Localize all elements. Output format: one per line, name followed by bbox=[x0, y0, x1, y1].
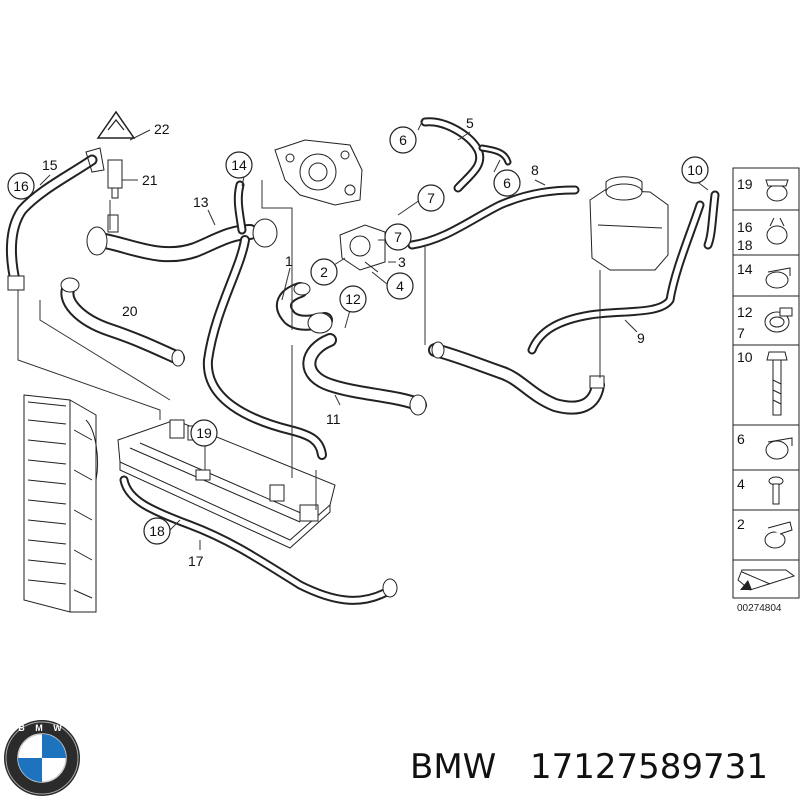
hose-17 bbox=[119, 475, 398, 605]
warning-triangle-icon bbox=[96, 110, 136, 139]
parts-legend: 19 16 18 14 12 7 10 bbox=[732, 167, 800, 614]
bmw-logo-letters: B M W bbox=[18, 723, 66, 733]
hose-8 bbox=[407, 185, 580, 250]
legend-label-19: 19 bbox=[737, 176, 753, 192]
callout-19: 19 bbox=[196, 425, 212, 441]
hose-9 bbox=[527, 190, 720, 355]
callout-10: 10 bbox=[687, 162, 703, 178]
callout-3: 3 bbox=[398, 254, 406, 270]
spring-clamp-icon bbox=[766, 217, 788, 245]
legend-label-6: 6 bbox=[737, 431, 745, 447]
expansion-tank bbox=[589, 176, 669, 271]
callout-22: 22 bbox=[154, 121, 170, 137]
callout-8: 8 bbox=[531, 162, 539, 178]
hose-clamp-icon bbox=[765, 179, 789, 202]
hose-14-branch bbox=[233, 180, 247, 235]
leader-lines bbox=[17, 117, 709, 550]
callout-18: 18 bbox=[149, 523, 165, 539]
callout-6-top: 6 bbox=[399, 132, 407, 148]
callout-20: 20 bbox=[122, 303, 138, 319]
callout-11: 11 bbox=[326, 411, 341, 427]
hose-clamp-icon bbox=[765, 437, 793, 460]
bmw-logo: B M W bbox=[4, 720, 80, 796]
worm-clamp-icon bbox=[764, 307, 793, 333]
hose-lower-right bbox=[428, 341, 605, 415]
plain-callouts: 22 15 21 13 5 8 1 3 20 9 11 17 bbox=[42, 115, 645, 569]
callout-15: 15 bbox=[42, 157, 58, 173]
legend-label-12: 12 bbox=[737, 304, 753, 320]
direction-arrow-icon bbox=[737, 569, 796, 591]
water-pump bbox=[274, 139, 363, 206]
hose-1 bbox=[275, 282, 333, 334]
hose-13 bbox=[86, 214, 278, 263]
callout-1: 1 bbox=[285, 253, 293, 269]
callout-5: 5 bbox=[466, 115, 474, 131]
temperature-sensor bbox=[107, 159, 123, 199]
screw-icon bbox=[768, 476, 784, 505]
brand-label: BMW bbox=[410, 747, 496, 787]
reference-number: 00274804 bbox=[737, 603, 782, 614]
callout-6-right: 6 bbox=[503, 175, 511, 191]
callout-2: 2 bbox=[320, 264, 328, 280]
callout-9: 9 bbox=[637, 330, 645, 346]
radiator bbox=[23, 394, 99, 613]
thermostat-housing bbox=[339, 224, 386, 273]
circled-callouts: 16 14 6 6 7 7 2 4 12 10 19 18 bbox=[7, 126, 709, 545]
hose-clamp-icon bbox=[765, 267, 791, 289]
callout-7-lower: 7 bbox=[394, 229, 402, 245]
callout-7-upper: 7 bbox=[427, 190, 435, 206]
legend-label-2: 2 bbox=[737, 516, 745, 532]
part-number: 17127589731 bbox=[530, 747, 768, 787]
hose-long-center bbox=[202, 235, 327, 460]
spring-clamp-icon bbox=[764, 521, 793, 549]
bolt-icon bbox=[766, 351, 788, 416]
legend-label-14: 14 bbox=[737, 261, 753, 277]
callout-4: 4 bbox=[396, 278, 404, 294]
legend-label-16: 16 bbox=[737, 219, 753, 235]
callout-21: 21 bbox=[142, 172, 158, 188]
legend-label-10: 10 bbox=[737, 349, 753, 365]
legend-label-7: 7 bbox=[737, 325, 745, 341]
callout-12: 12 bbox=[345, 291, 361, 307]
callout-17: 17 bbox=[188, 553, 204, 569]
callout-13: 13 bbox=[193, 194, 209, 210]
callout-14: 14 bbox=[231, 157, 247, 173]
hose-15 bbox=[5, 147, 105, 291]
legend-label-18: 18 bbox=[737, 237, 753, 253]
oil-cooler bbox=[117, 419, 336, 549]
callout-16: 16 bbox=[13, 178, 29, 194]
hose-11 bbox=[302, 333, 427, 416]
hose-5 bbox=[420, 117, 512, 193]
legend-label-4: 4 bbox=[737, 476, 745, 492]
hose-20 bbox=[60, 277, 185, 367]
